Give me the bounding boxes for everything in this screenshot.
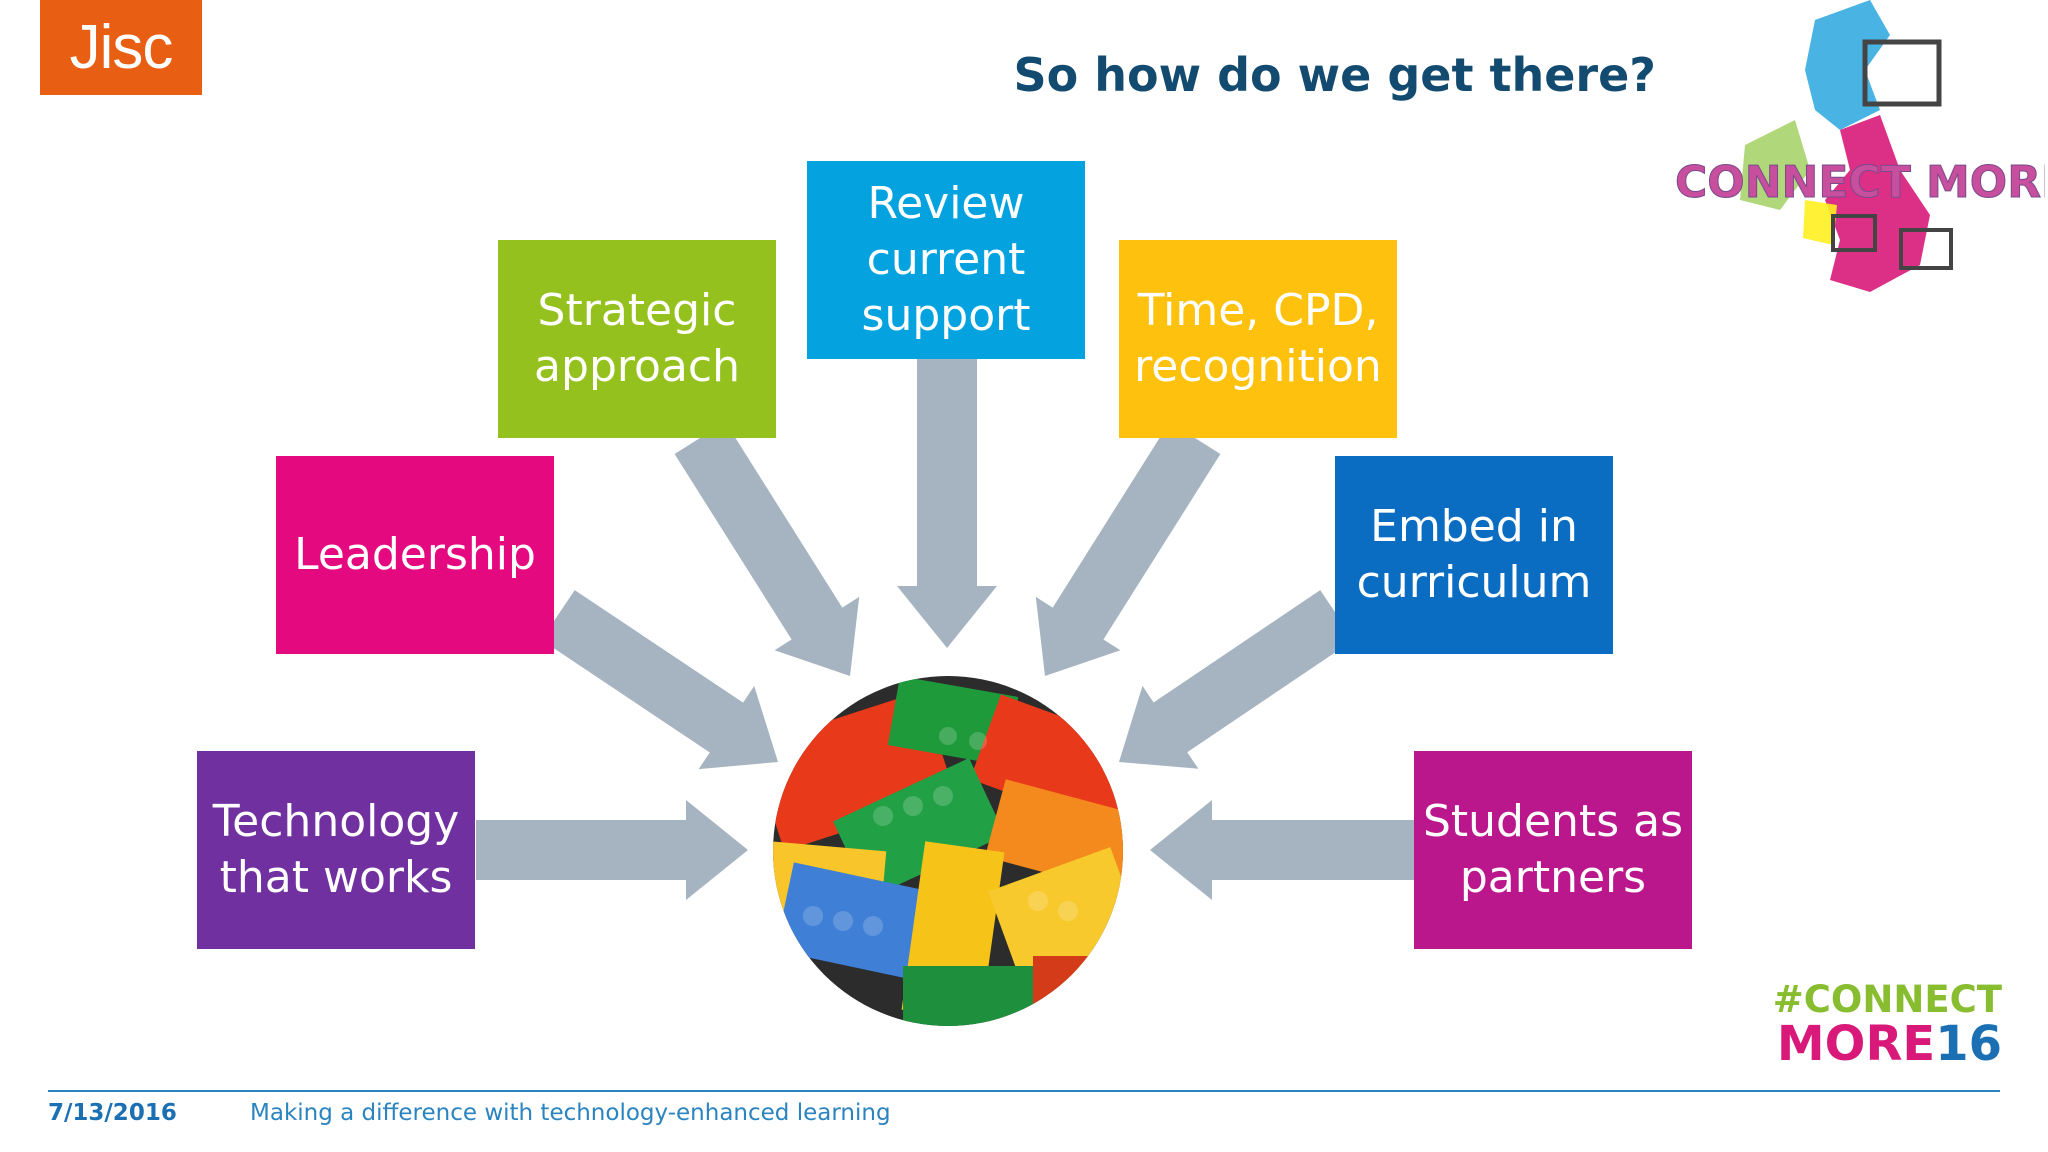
monitor-icon (1862, 39, 1942, 107)
arrow-leadership (541, 590, 778, 770)
arrow-students (1150, 800, 1416, 900)
tablet-icon (1831, 214, 1877, 252)
hashtag-more: MORE (1776, 1016, 1936, 1072)
box-leadership: Leadership (276, 456, 554, 654)
lego-bricks-image (773, 676, 1123, 1026)
slide-title: So how do we get there? (1013, 48, 1657, 102)
box-review-support: Review current support (807, 161, 1085, 359)
box-embed-curriculum: Embed in curriculum (1335, 456, 1613, 654)
jisc-logo: Jisc (40, 0, 202, 95)
connect-more-map-logo: CONNECT MORE (1675, 0, 2045, 292)
hashtag-logo: #CONNECT MORE16 (1772, 978, 2002, 1068)
ireland-shape (1740, 120, 1810, 210)
connect-more-logo-text: CONNECT MORE (1675, 157, 2045, 208)
footer-divider (48, 1090, 2000, 1092)
wales-shape (1803, 200, 1837, 245)
arrow-strategic (674, 422, 860, 676)
arrow-embed (1119, 590, 1354, 769)
england-shape (1825, 115, 1930, 292)
laptop-icon (1899, 228, 1953, 270)
arrow-technology (476, 800, 748, 900)
footer-tagline: Making a difference with technology-enha… (250, 1100, 891, 1126)
hashtag-line-1: #CONNECT (1772, 978, 2002, 1021)
arrow-review (897, 359, 997, 648)
footer-date: 7/13/2016 (48, 1100, 177, 1126)
scotland-shape (1805, 0, 1890, 130)
box-technology: Technology that works (197, 751, 475, 949)
box-time-cpd: Time, CPD, recognition (1119, 240, 1397, 438)
hashtag-year: 16 (1935, 1016, 2002, 1072)
box-strategic-approach: Strategic approach (498, 240, 776, 438)
hashtag-line-2: MORE16 (1773, 1020, 2002, 1068)
arrow-time-cpd (1035, 422, 1221, 676)
box-students-partners: Students as partners (1414, 751, 1692, 949)
